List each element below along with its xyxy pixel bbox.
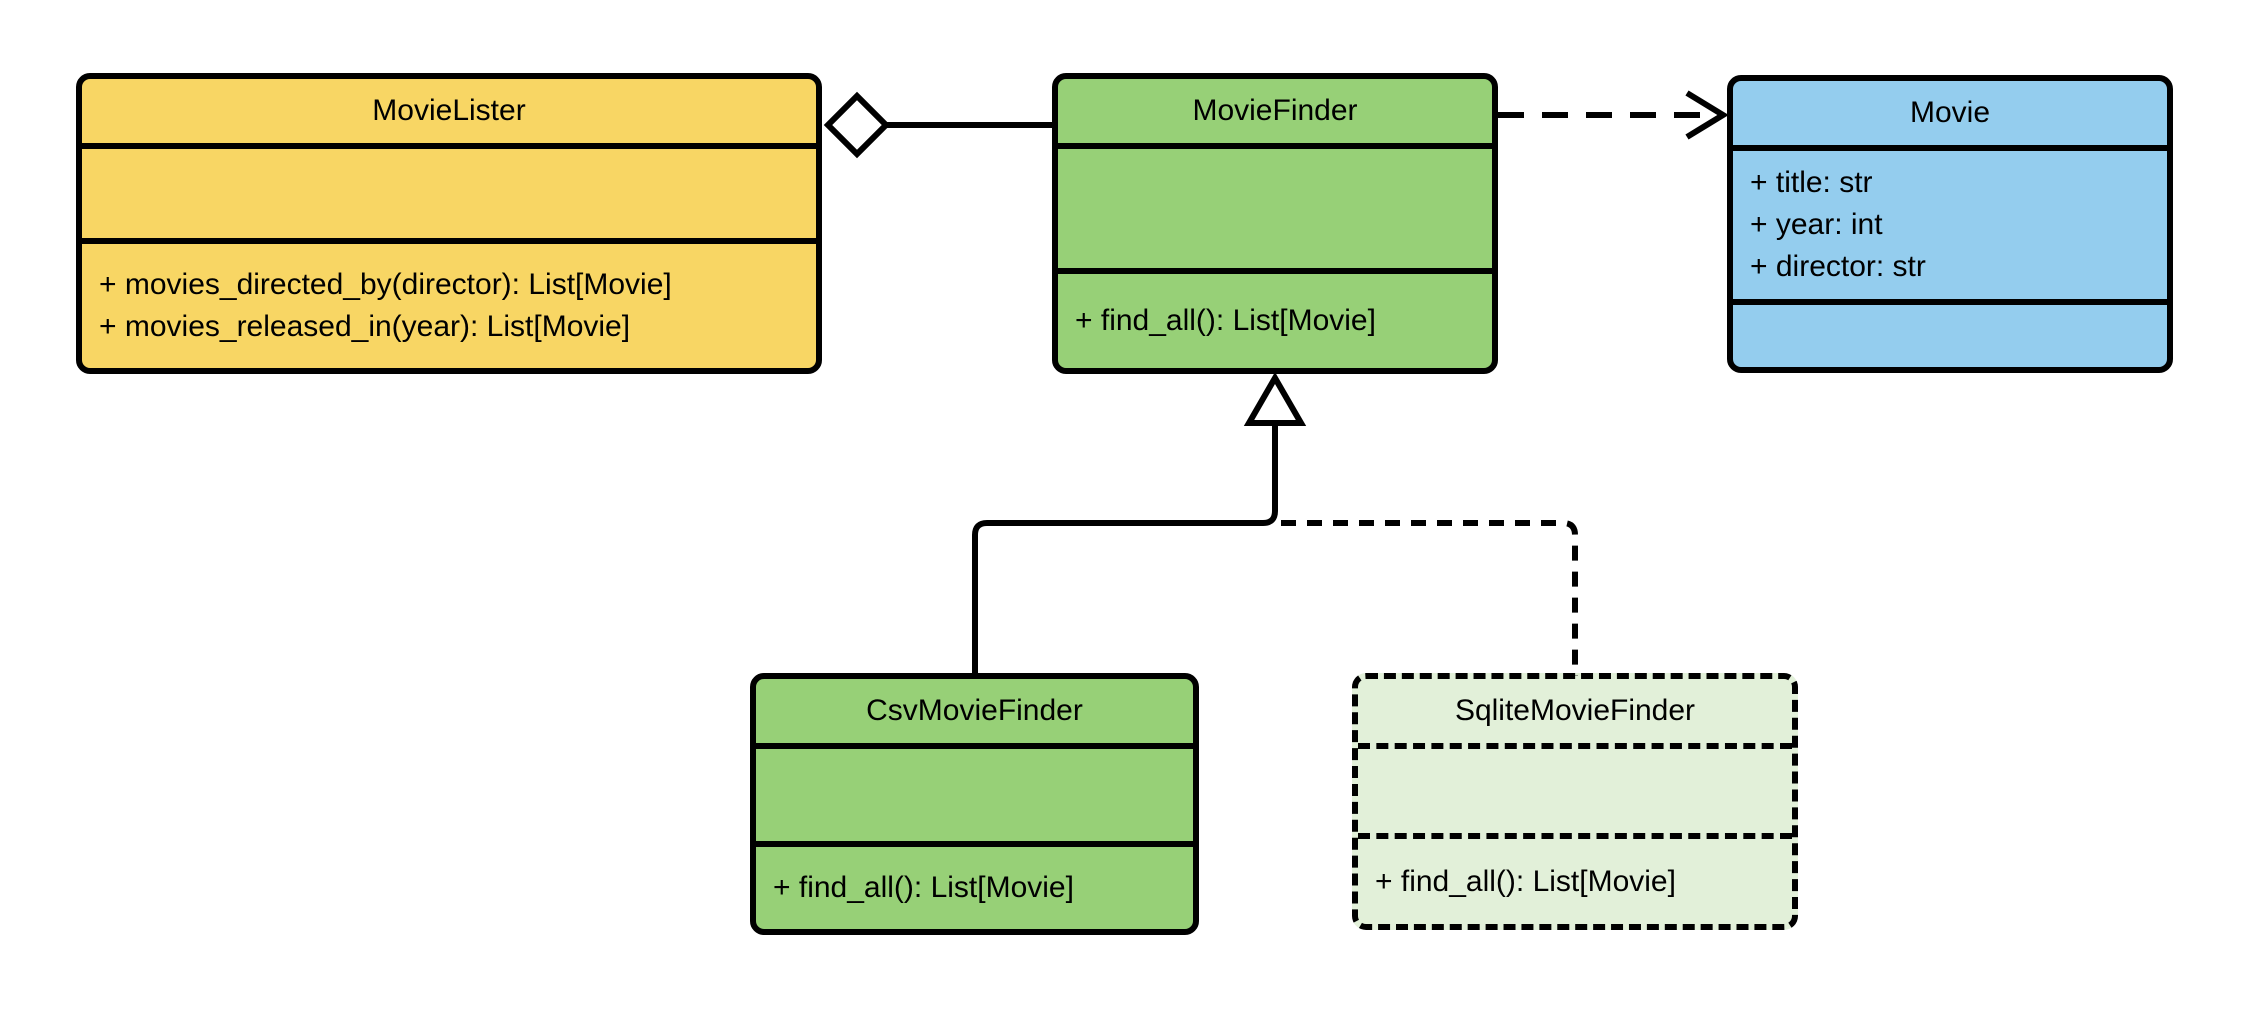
methods-compartment-csvmoviefinder: + find_all(): List[Movie] bbox=[756, 841, 1193, 929]
edge-generalization-csvmoviefinder-moviefinder[interactable] bbox=[972, 372, 1307, 676]
attribute-label: + director: str bbox=[1750, 250, 1926, 283]
class-title-movie: Movie bbox=[1909, 96, 1991, 129]
attributes-compartment-movie: + title: str + year: int + director: str bbox=[1733, 145, 2167, 299]
attributes-compartment-moviefinder bbox=[1058, 143, 1492, 268]
class-title-moviefinder: MovieFinder bbox=[1192, 94, 1358, 127]
attributes-compartment-sqlitemoviefinder bbox=[1358, 743, 1792, 833]
methods-compartment-moviefinder: + find_all(): List[Movie] bbox=[1058, 268, 1492, 368]
generalization-dashed-edge-line bbox=[1281, 520, 1578, 676]
method-label: + movies_directed_by(director): List[Mov… bbox=[99, 268, 672, 301]
method-label: + find_all(): List[Movie] bbox=[773, 871, 1074, 904]
dependency-open-arrowhead-icon bbox=[1685, 90, 1729, 140]
attributes-compartment-csvmoviefinder bbox=[756, 743, 1193, 841]
class-box-sqlitemoviefinder[interactable]: SqliteMovieFinder + find_all(): List[Mov… bbox=[1352, 673, 1798, 930]
class-box-moviefinder[interactable]: MovieFinder + find_all(): List[Movie] bbox=[1052, 73, 1498, 374]
class-box-movielister[interactable]: MovieLister + movies_directed_by(directo… bbox=[76, 73, 822, 374]
generalization-triangle-icon bbox=[1243, 372, 1307, 426]
attributes-compartment-movielister bbox=[82, 143, 816, 238]
class-title-movielister: MovieLister bbox=[372, 94, 526, 127]
generalization-solid-edge-line bbox=[972, 423, 1278, 676]
class-box-csvmoviefinder[interactable]: CsvMovieFinder + find_all(): List[Movie] bbox=[750, 673, 1199, 935]
method-label: + find_all(): List[Movie] bbox=[1075, 304, 1376, 337]
attribute-label: + year: int bbox=[1750, 208, 1883, 241]
class-box-movie[interactable]: Movie + title: str + year: int + directo… bbox=[1727, 75, 2173, 373]
attribute-label: + title: str bbox=[1750, 166, 1873, 199]
method-label: + find_all(): List[Movie] bbox=[1375, 864, 1676, 898]
methods-compartment-movie bbox=[1733, 299, 2167, 367]
edge-aggregation-movielister-moviefinder[interactable] bbox=[823, 91, 1052, 159]
edge-generalization-sqlitemoviefinder-moviefinder[interactable] bbox=[1281, 520, 1578, 676]
edge-dependency-moviefinder-movie[interactable] bbox=[1498, 90, 1729, 140]
methods-compartment-sqlitemoviefinder: + find_all(): List[Movie] bbox=[1358, 833, 1792, 924]
class-title-sqlitemoviefinder: SqliteMovieFinder bbox=[1454, 694, 1696, 727]
method-label: + movies_released_in(year): List[Movie] bbox=[99, 310, 631, 343]
methods-compartment-movielister: + movies_directed_by(director): List[Mov… bbox=[82, 238, 816, 368]
class-title-csvmoviefinder: CsvMovieFinder bbox=[866, 694, 1083, 727]
aggregation-diamond-icon bbox=[823, 91, 891, 159]
